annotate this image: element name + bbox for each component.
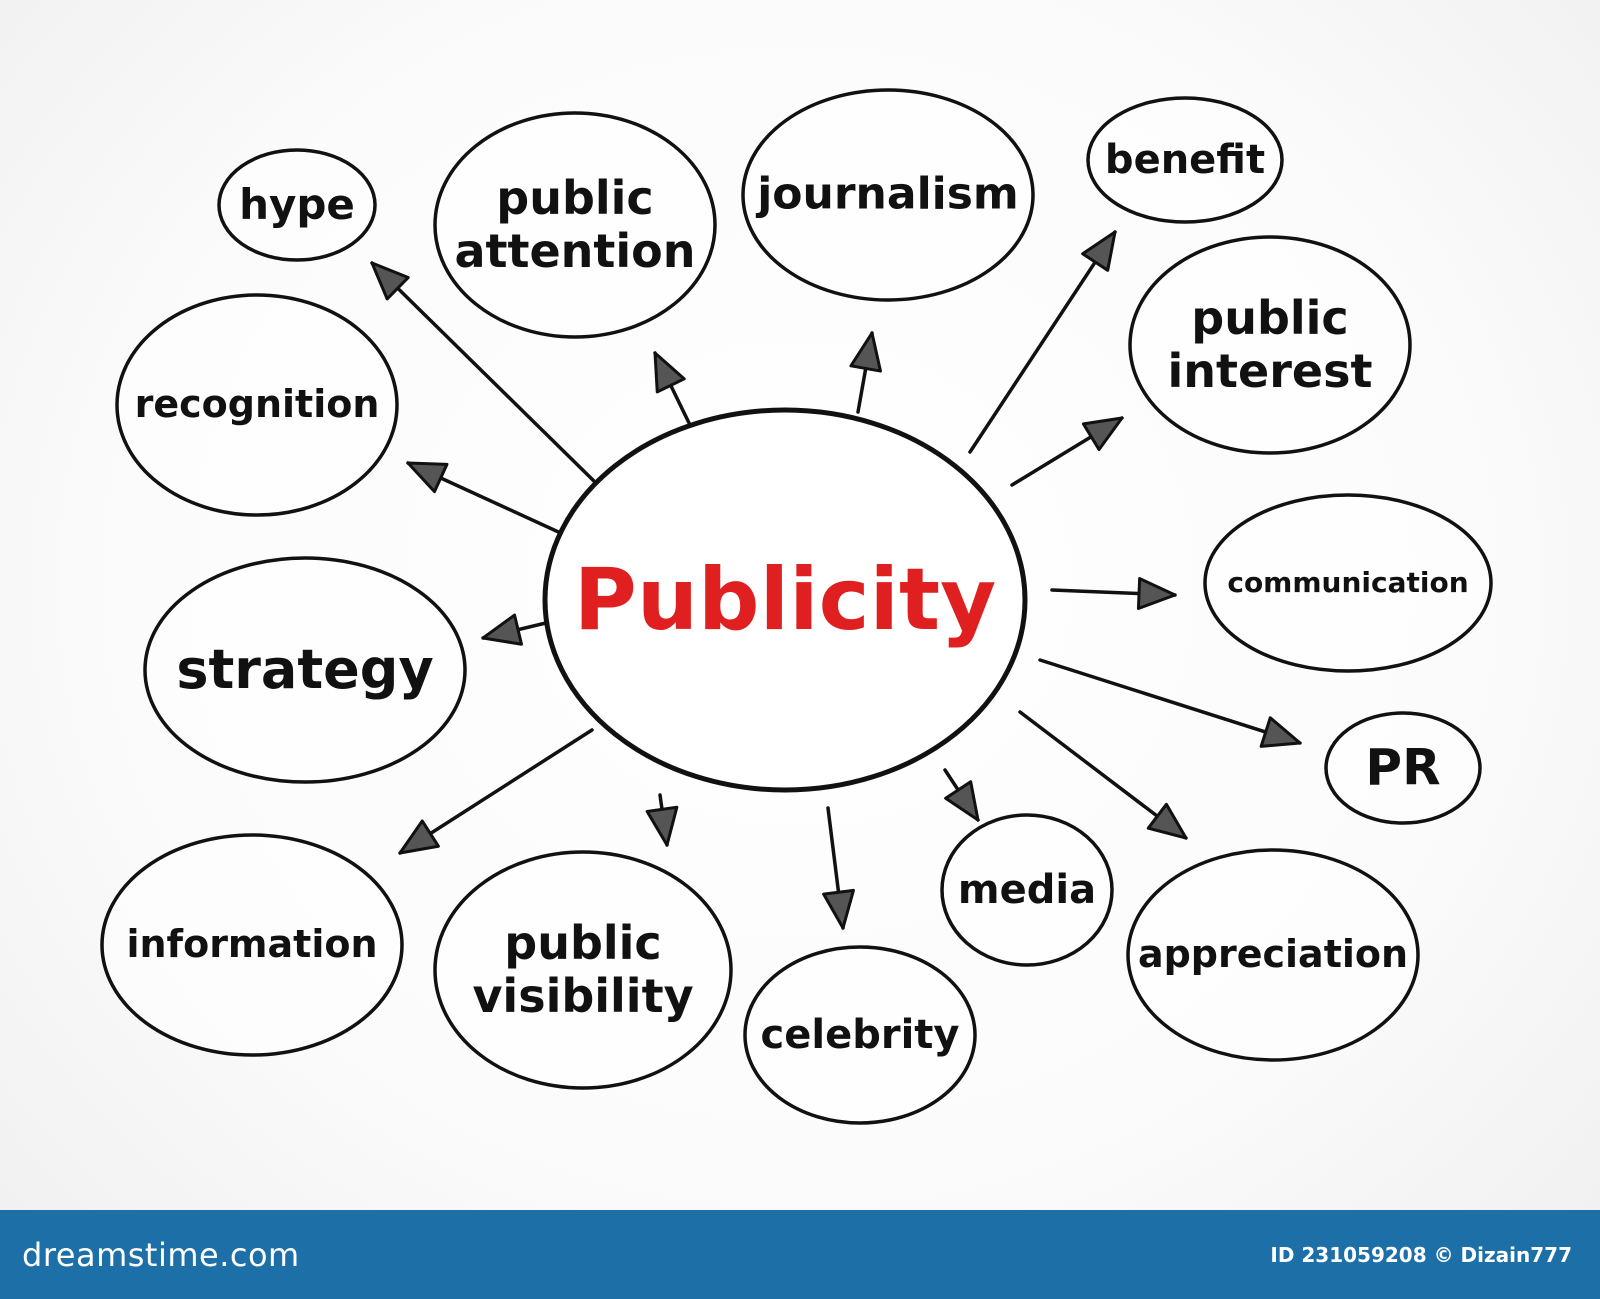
- node-label-line: PR: [1365, 738, 1441, 797]
- edges-group: [370, 230, 1302, 930]
- node-label-information: information: [126, 922, 378, 967]
- node-label-pr: PR: [1365, 739, 1440, 797]
- mind-map-canvas: [100, 88, 1493, 1125]
- arrowhead-public-visibility: [645, 805, 679, 847]
- node-label-hype: hype: [239, 179, 355, 229]
- arrowhead-strategy: [481, 613, 523, 646]
- node-ellipse-information: [100, 833, 404, 1057]
- image-credit: ID 231059208 © Dizain777: [1270, 1242, 1572, 1267]
- node-label-line: media: [957, 867, 1097, 913]
- center-topic-label: Publicity: [573, 550, 997, 650]
- brand-wordmark: dreamstime.com: [22, 1235, 300, 1274]
- node-label-line: recognition: [134, 382, 380, 427]
- node-label-line: communication: [1227, 565, 1469, 599]
- node-label-line: strategy: [176, 637, 434, 701]
- node-label-line: visibility: [472, 969, 694, 1023]
- node-label-line: interest: [1167, 344, 1373, 398]
- node-label-line: information: [126, 922, 378, 967]
- node-label-line: public: [504, 916, 662, 971]
- arrowhead-appreciation: [1146, 802, 1188, 840]
- arrowhead-information: [398, 819, 440, 855]
- arrowhead-hype: [370, 261, 410, 301]
- arrowhead-journalism: [849, 331, 882, 373]
- arrow-line-hype: [370, 261, 600, 487]
- arrowhead-public-attention: [653, 351, 686, 394]
- node-label-celebrity: celebrity: [761, 1012, 960, 1058]
- node-label-line: attention: [454, 224, 696, 278]
- arrowhead-public-interest: [1081, 416, 1124, 452]
- arrow-line-information: [398, 728, 594, 855]
- arrowhead-celebrity: [822, 888, 855, 930]
- node-label-strategy: strategy: [176, 637, 434, 701]
- node-ellipse-appreciation: [1126, 848, 1420, 1062]
- node-label-communication: communication: [1227, 565, 1469, 599]
- node-label-journalism: journalism: [757, 168, 1019, 221]
- node-ellipse-communication: [1203, 493, 1493, 673]
- node-label-line: benefit: [1104, 137, 1266, 183]
- center-topic-ellipse: [542, 407, 1028, 793]
- arrowhead-media: [944, 780, 980, 822]
- node-ellipse-hype: [217, 148, 377, 262]
- arrowhead-benefit: [1081, 230, 1117, 272]
- node-ellipse-recognition: [115, 293, 399, 517]
- node-ellipse-celebrity: [743, 945, 977, 1125]
- node-ellipse-pr: [1324, 711, 1482, 825]
- arrowhead-pr: [1259, 716, 1302, 748]
- node-label-appreciation: appreciation: [1137, 932, 1409, 977]
- node-ellipse-public-interest: [1128, 235, 1412, 455]
- arrowhead-recognition: [406, 461, 449, 494]
- node-ellipse-media: [940, 813, 1114, 967]
- arrow-line-pr: [1038, 658, 1302, 745]
- node-label-line: appreciation: [1137, 932, 1409, 977]
- node-ellipse-public-visibility: [433, 850, 733, 1090]
- arrow-line-benefit: [968, 230, 1117, 454]
- node-ellipse-benefit: [1086, 96, 1284, 224]
- node-label-recognition: recognition: [134, 382, 380, 427]
- node-label-benefit: benefit: [1105, 137, 1265, 183]
- node-label-line: hype: [239, 179, 355, 229]
- node-ellipse-journalism: [741, 88, 1035, 302]
- node-ellipse-public-attention: [433, 111, 717, 339]
- node-label-line: celebrity: [760, 1012, 960, 1058]
- node-label-line: journalism: [757, 168, 1019, 220]
- footer-bar: dreamstime.com ID 231059208 © Dizain777: [0, 1210, 1600, 1299]
- node-label-line: public: [496, 171, 654, 226]
- node-label-line: public: [1191, 291, 1349, 346]
- arrowhead-communication: [1136, 577, 1177, 611]
- node-ellipse-strategy: [143, 556, 467, 784]
- node-label-media: media: [958, 867, 1096, 913]
